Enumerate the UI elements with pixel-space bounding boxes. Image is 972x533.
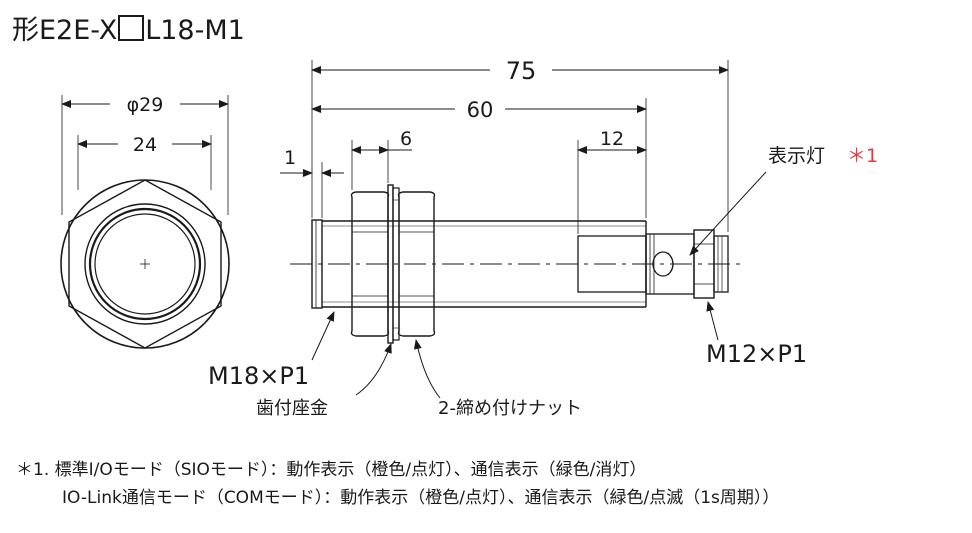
dim-75: 75 xyxy=(311,57,729,85)
m12-callout: M12×P1 xyxy=(706,301,807,368)
model-placeholder-box xyxy=(118,15,145,41)
washer-callout: 歯付座金 xyxy=(256,343,392,419)
thread-m12-label: M12×P1 xyxy=(706,340,807,368)
dim-phi29-text: φ29 xyxy=(127,94,164,116)
dim-12: 12 xyxy=(577,128,647,154)
drawing-title: 形E2E-X L18-M1 xyxy=(12,8,245,47)
dim-6: 6 xyxy=(351,128,412,154)
footnote-line-1: ＊1. 標準I/Oモード（SIOモード）：動作表示（橙色/点灯）、通信表示（緑色… xyxy=(16,460,647,480)
dim-24-text: 24 xyxy=(133,134,157,156)
dim-12-text: 12 xyxy=(600,128,624,150)
front-view xyxy=(60,95,230,349)
dim-1: 1 xyxy=(280,147,344,177)
indicator-label: 表示灯 xyxy=(768,145,825,167)
indicator-footnote-mark: ＊1 xyxy=(847,145,878,167)
dim-60-text: 60 xyxy=(467,98,494,122)
thread-m18-label: M18×P1 xyxy=(208,362,309,390)
dim-24: 24 xyxy=(77,134,212,156)
m18-callout: M18×P1 xyxy=(208,311,335,390)
indicator-callout: 表示灯 ＊1 xyxy=(689,145,878,256)
dim-75-text: 75 xyxy=(506,57,537,85)
dim-6-text: 6 xyxy=(400,128,412,150)
toothed-washer-label: 歯付座金 xyxy=(256,398,328,419)
dim-60: 60 xyxy=(311,98,647,122)
nuts-label: 2-締め付けナット xyxy=(438,398,582,419)
title-prefix: 形E2E-X xyxy=(12,15,118,46)
title-suffix: L18-M1 xyxy=(145,15,245,46)
extension-lines xyxy=(311,60,729,234)
nuts-callout: 2-締め付けナット xyxy=(413,339,582,419)
footnote-line-2: IO-Link通信モード（COMモード）：動作表示（橙色/点灯）、通信表示（緑色… xyxy=(62,488,780,508)
dim-phi29: φ29 xyxy=(61,94,229,116)
dim-1-text: 1 xyxy=(284,147,296,169)
